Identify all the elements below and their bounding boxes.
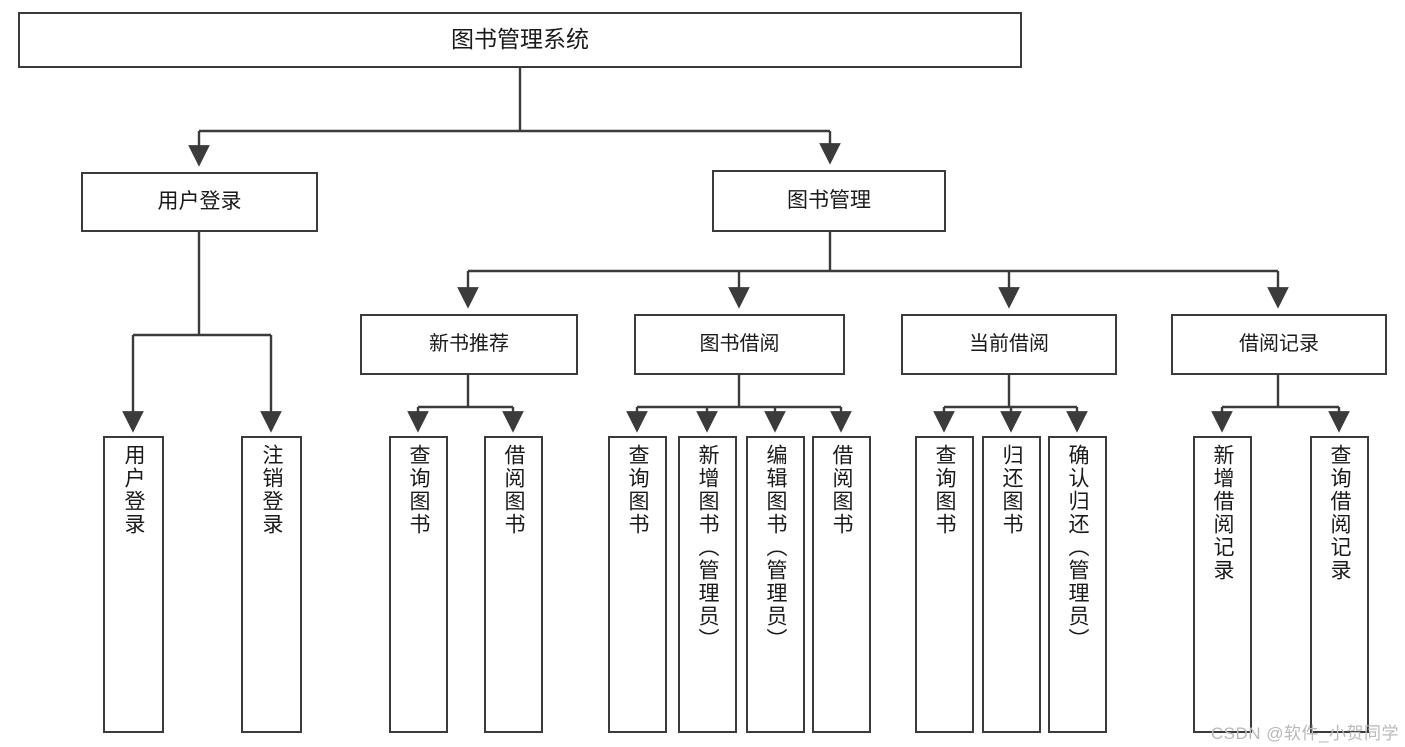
node-current-borrow[interactable]: 当前借阅 — [901, 314, 1117, 375]
node-root-system-label: 图书管理系统 — [451, 26, 589, 53]
node-leaf-edit-book[interactable]: 编辑图书（管理员） — [746, 436, 805, 733]
node-leaf-query-book-3-label: 查询图书 — [933, 444, 956, 536]
node-user-login-label: 用户登录 — [157, 189, 242, 213]
node-leaf-add-book[interactable]: 新增图书（管理员） — [678, 436, 737, 733]
node-leaf-confirm-return[interactable]: 确认归还（管理员） — [1048, 436, 1107, 733]
node-borrow-record-label: 借阅记录 — [1239, 332, 1319, 355]
node-leaf-query-record[interactable]: 查询借阅记录 — [1310, 436, 1369, 733]
node-root-system[interactable]: 图书管理系统 — [18, 12, 1022, 68]
node-leaf-return-book-label: 归还图书 — [1000, 444, 1023, 536]
node-current-borrow-label: 当前借阅 — [969, 332, 1049, 355]
node-book-manage-label: 图书管理 — [787, 188, 871, 212]
node-leaf-add-book-label: 新增图书（管理员） — [696, 444, 719, 651]
node-leaf-query-book-1[interactable]: 查询图书 — [389, 436, 448, 733]
node-leaf-return-book[interactable]: 归还图书 — [982, 436, 1041, 733]
node-leaf-user-login[interactable]: 用户登录 — [103, 436, 164, 733]
node-new-book-recommend[interactable]: 新书推荐 — [360, 314, 578, 375]
node-leaf-add-record-label: 新增借阅记录 — [1211, 444, 1234, 582]
node-leaf-query-book-1-label: 查询图书 — [407, 444, 430, 536]
node-leaf-query-record-label: 查询借阅记录 — [1328, 444, 1351, 582]
node-leaf-logout-label: 注销登录 — [260, 444, 283, 536]
node-leaf-query-book-3[interactable]: 查询图书 — [915, 436, 974, 733]
node-book-borrow[interactable]: 图书借阅 — [634, 314, 845, 375]
node-borrow-record[interactable]: 借阅记录 — [1171, 314, 1387, 375]
watermark-text: CSDN @软件_小贺同学 — [1210, 724, 1399, 743]
node-new-book-recommend-label: 新书推荐 — [429, 332, 509, 355]
node-leaf-borrow-book-2[interactable]: 借阅图书 — [812, 436, 871, 733]
node-leaf-edit-book-label: 编辑图书（管理员） — [764, 444, 787, 651]
node-leaf-query-book-2-label: 查询图书 — [626, 444, 649, 536]
node-user-login[interactable]: 用户登录 — [81, 172, 318, 232]
node-leaf-borrow-book-2-label: 借阅图书 — [830, 444, 853, 536]
node-leaf-user-login-label: 用户登录 — [122, 444, 145, 536]
node-book-manage[interactable]: 图书管理 — [712, 170, 946, 232]
node-book-borrow-label: 图书借阅 — [699, 332, 780, 355]
node-leaf-add-record[interactable]: 新增借阅记录 — [1193, 436, 1252, 733]
node-leaf-confirm-return-label: 确认归还（管理员） — [1066, 444, 1089, 651]
node-leaf-logout[interactable]: 注销登录 — [241, 436, 302, 733]
node-leaf-borrow-book-1[interactable]: 借阅图书 — [484, 436, 543, 733]
node-leaf-borrow-book-1-label: 借阅图书 — [502, 444, 525, 536]
node-leaf-query-book-2[interactable]: 查询图书 — [608, 436, 667, 733]
